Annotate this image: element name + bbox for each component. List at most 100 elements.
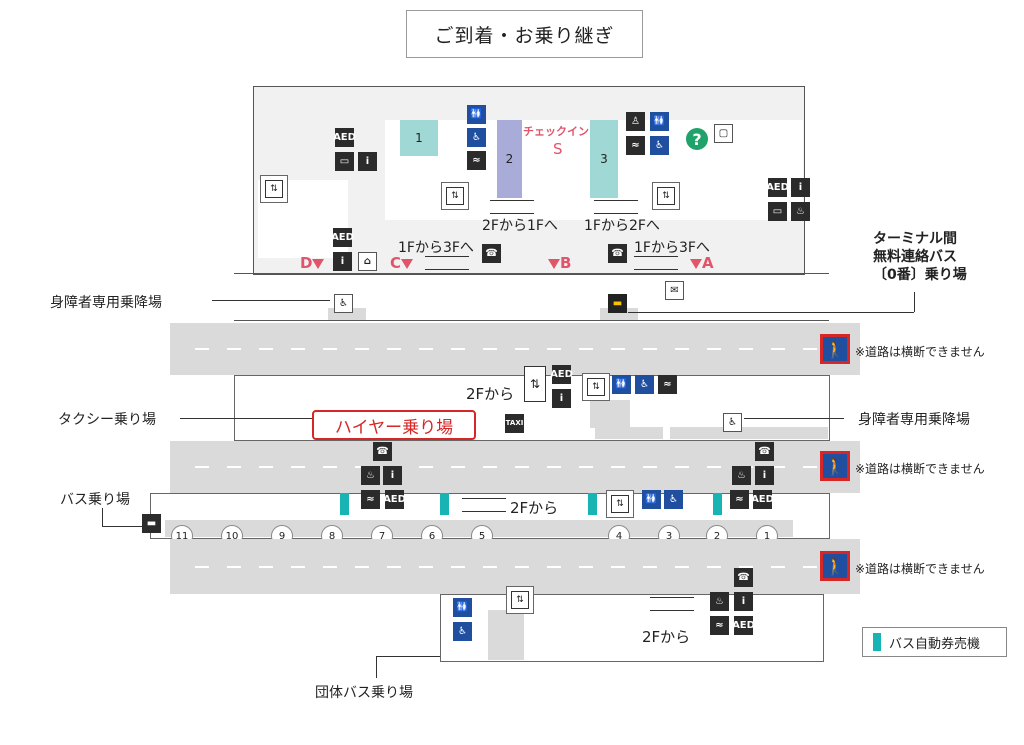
no-crossing-icon: 🚶 [820,551,850,581]
disabled-dropoff-label-right: 身障者専用乗降場 [858,412,970,428]
smoking-area-icon: ≈ [361,490,380,509]
phone-icon: ☎ [608,244,627,263]
from-2f-label: 2Fから [466,385,515,403]
smoking-area-icon: ≈ [710,616,729,635]
leader-line [744,418,844,419]
shuttle-bus-icon: ▬ [608,294,627,313]
terminal-curb-line [234,273,829,274]
leader-line [376,656,377,678]
aed-icon: AED [751,490,774,509]
escalator-arrows [634,256,678,270]
no-crossing-icon: 🚶 [820,451,850,481]
floor-note-2f-to-1f: 2Fから1Fへ [482,218,558,234]
escalator-arrows [650,597,694,611]
exit-d-marker: D [300,254,325,272]
lounge-icon: ♨ [710,592,729,611]
ticket-machine [440,493,449,515]
floor-note-1f-to-2f: 1Fから2Fへ [584,218,660,234]
question-icon: ? [686,128,708,150]
group-bus-label: 団体バス乗り場 [315,685,413,701]
hire-sign: ハイヤー乗り場 [312,410,476,440]
no-crossing-note: ※道路は横断できません [855,345,985,359]
wheelchair-icon: ♿ [453,622,472,641]
ticket-machine [340,493,349,515]
from-2f-label: 2Fから [642,628,691,646]
toilet-icon: 🚻 [453,598,472,617]
computer-icon: ▭ [335,152,354,171]
toilet-icon: 🚻 [467,105,486,124]
elevator-icon: ⇅ [582,373,610,401]
taxi-stand-label: タクシー乗り場 [58,412,156,428]
leader-line [376,656,440,657]
wheelchair-icon: ♿ [723,413,742,432]
island-strip [595,427,663,439]
aed-icon: AED [331,228,354,247]
phone-icon: ☎ [734,568,753,587]
counter-2: 2 [497,120,522,198]
elevator-icon: ⇅ [506,586,534,614]
info-icon: i [552,389,571,408]
elevator-icon: ⇅ [260,175,288,203]
ticket-machine-swatch [873,633,881,651]
elevator-icon: ⇅ [606,490,634,518]
wheelchair-icon: ♿ [334,294,353,313]
group-bus-strip [488,610,524,660]
aed-icon: AED [383,490,406,509]
ticket-machine [588,493,597,515]
checkin-zone: S [553,140,563,158]
info-icon: i [333,252,352,271]
smoking-area-icon: ≈ [658,375,677,394]
disabled-dropoff-label-left: 身障者専用乗降場 [50,295,162,311]
aed-icon: AED [333,128,356,147]
mailbox-icon: ✉ [665,281,684,300]
lane-marking [195,348,835,350]
legend: バス自動券売機 [862,627,1007,657]
information-board-icon: ▢ [714,124,733,143]
taxi-icon: TAXI [505,414,524,433]
aed-icon: AED [766,178,789,197]
no-crossing-note: ※道路は横断できません [855,562,985,576]
island-strip [590,400,630,428]
curb-line [234,320,829,321]
bus-icon: ▬ [142,514,161,533]
leader-line [212,300,330,301]
smoking-area-icon: ≈ [730,490,749,509]
aed-icon: AED [732,616,755,635]
phone-icon: ☎ [755,442,774,461]
computer-icon: ▭ [768,202,787,221]
leader-line [102,526,142,527]
no-crossing-icon: 🚶 [820,334,850,364]
info-icon: i [755,466,774,485]
lounge-icon: ♨ [361,466,380,485]
toilet-icon: 🚻 [642,490,661,509]
floor-note-1f-to-3f-left: 1Fから3Fへ [398,240,474,256]
lane-marking [195,566,835,568]
island-strip [670,427,828,439]
leader-line [180,418,312,419]
elevator-icon: ⇅ [652,182,680,210]
counter-3: 3 [590,120,618,198]
escalator-arrows [594,200,638,214]
legend-label: バス自動券売機 [889,636,981,652]
checkin-label: チェックイン [523,125,589,138]
locker-icon: ⌂ [358,252,377,271]
smoking-area-icon: ≈ [626,136,645,155]
lane-marking [195,466,835,468]
escalator-arrows [425,256,469,270]
phone-icon: ☎ [373,442,392,461]
lounge-icon: ♨ [732,466,751,485]
phone-icon: ☎ [482,244,501,263]
toilet-icon: 🚻 [612,375,631,394]
ticket-machine [713,493,722,515]
leader-line [102,508,103,526]
info-icon: i [358,152,377,171]
map-title: ご到着・お乗り継ぎ [406,10,643,58]
from-2f-label: 2Fから [510,499,559,517]
exit-c-marker: C [390,254,414,272]
escalator-arrows [490,200,534,214]
leader-line [628,312,914,313]
shuttle-label: ターミナル間 無料連絡バス 〔0番〕乗り場 [873,231,967,283]
exit-a-marker: A [690,254,714,272]
wheelchair-icon: ♿ [664,490,683,509]
toilet-icon: 🚻 [650,112,669,131]
